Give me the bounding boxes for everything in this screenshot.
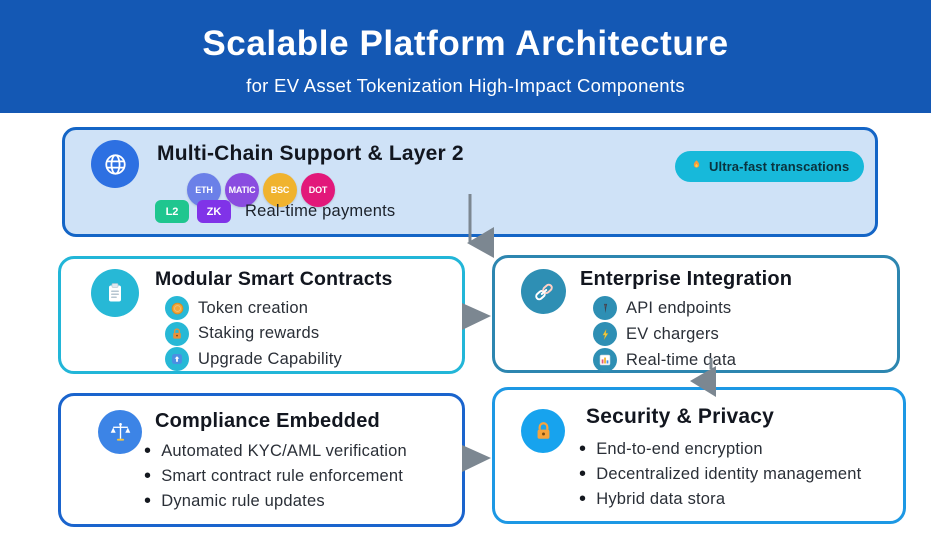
compliance-item-list: Automated KYC/AML verification Smart con… bbox=[144, 439, 407, 513]
chain-badges: ETH MATIC BSC DOT bbox=[187, 173, 335, 207]
lock-icon bbox=[521, 409, 565, 453]
item-label: EV chargers bbox=[626, 324, 719, 343]
card-enterprise-integration: Enterprise Integration API endpoints EV … bbox=[492, 255, 900, 373]
list-item: Dynamic rule updates bbox=[144, 489, 407, 513]
padlock-icon bbox=[165, 321, 189, 346]
security-title: Security & Privacy bbox=[586, 405, 775, 428]
item-label: API endpoints bbox=[626, 298, 732, 317]
item-label: Upgrade Capability bbox=[198, 349, 342, 368]
chain-badge-dot: DOT bbox=[301, 173, 335, 207]
list-item: Smart contract rule enforcement bbox=[144, 464, 407, 488]
chain-badge-bsc: BSC bbox=[263, 173, 297, 207]
page-title: Scalable Platform Architecture bbox=[202, 24, 729, 63]
card-security-privacy: Security & Privacy End-to-end encryption… bbox=[492, 387, 906, 524]
list-item: Staking rewards bbox=[165, 321, 342, 346]
list-item: Hybrid data stora bbox=[579, 487, 861, 511]
card-multichain: Multi-Chain Support & Layer 2 ETH MATIC … bbox=[62, 127, 878, 237]
tag-zk: ZK bbox=[197, 200, 231, 223]
layer2-tags-row: L2 ZK Real-time payments bbox=[155, 200, 395, 223]
compliance-title: Compliance Embedded bbox=[155, 410, 380, 432]
security-item-list: End-to-end encryption Decentralized iden… bbox=[579, 437, 861, 511]
tag-l2: L2 bbox=[155, 200, 189, 223]
card-modular-smart-contracts: Modular Smart Contracts Token creation S… bbox=[58, 256, 465, 374]
ultra-fast-label: Ultra-fast transcations bbox=[709, 159, 850, 174]
list-item: Upgrade Capability bbox=[165, 347, 342, 371]
item-label: Staking rewards bbox=[198, 324, 320, 342]
enterprise-title: Enterprise Integration bbox=[580, 268, 793, 290]
list-item: API endpoints bbox=[593, 296, 736, 320]
list-item: Token creation bbox=[165, 296, 342, 320]
ultra-fast-badge: Ultra-fast transcations bbox=[675, 151, 865, 182]
modular-item-list: Token creation Staking rewards Upgrade C… bbox=[165, 296, 342, 371]
scales-icon bbox=[98, 410, 142, 454]
clipboard-icon bbox=[91, 269, 139, 317]
item-label: Real-time data bbox=[626, 350, 737, 369]
pin-icon bbox=[593, 296, 617, 320]
multichain-title: Multi-Chain Support & Layer 2 bbox=[157, 142, 464, 165]
chain-badge-matic: MATIC bbox=[225, 173, 259, 207]
list-item: End-to-end encryption bbox=[579, 437, 861, 461]
card-compliance-embedded: Compliance Embedded Automated KYC/AML ve… bbox=[58, 393, 465, 527]
lightning-icon bbox=[593, 322, 617, 346]
upgrade-icon bbox=[165, 347, 189, 371]
list-item: Real-time data bbox=[593, 348, 736, 372]
arrow-modular-to-enterprise bbox=[462, 303, 491, 330]
coin-icon bbox=[165, 296, 189, 320]
bar-chart-icon bbox=[593, 348, 617, 372]
arrow-compliance-to-security bbox=[462, 445, 491, 472]
page-subtitle: for EV Asset Tokenization High-Impact Co… bbox=[246, 75, 685, 96]
item-label: Token creation bbox=[198, 298, 309, 317]
modular-title: Modular Smart Contracts bbox=[155, 268, 393, 290]
list-item: EV chargers bbox=[593, 322, 736, 346]
realtime-payments-label: Real-time payments bbox=[245, 202, 396, 220]
link-icon bbox=[521, 269, 566, 314]
globe-icon bbox=[91, 140, 139, 188]
list-item: Decentralized identity management bbox=[579, 462, 861, 486]
list-item: Automated KYC/AML verification bbox=[144, 439, 407, 463]
page-header: Scalable Platform Architecture for EV As… bbox=[0, 0, 931, 113]
enterprise-item-list: API endpoints EV chargers Real-time data bbox=[593, 296, 736, 372]
flame-icon bbox=[690, 158, 703, 176]
